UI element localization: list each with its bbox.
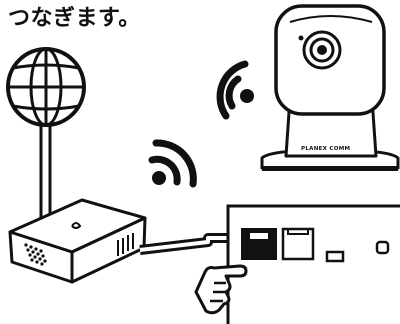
reset-button <box>375 240 390 255</box>
lan-jack-connected <box>241 228 277 260</box>
instruction-text: つなぎます。 <box>8 6 141 31</box>
router-device <box>8 198 147 284</box>
camera-wifi-icon <box>216 60 254 120</box>
usb-port <box>325 250 345 263</box>
router-wifi-icon <box>148 139 197 188</box>
device-back-panel <box>226 204 400 324</box>
network-camera: PLANEX COMM <box>260 4 400 171</box>
pointing-hand-icon <box>194 264 248 315</box>
camera-brand-label: PLANEX COMM <box>301 146 350 152</box>
globe-icon <box>6 47 86 224</box>
